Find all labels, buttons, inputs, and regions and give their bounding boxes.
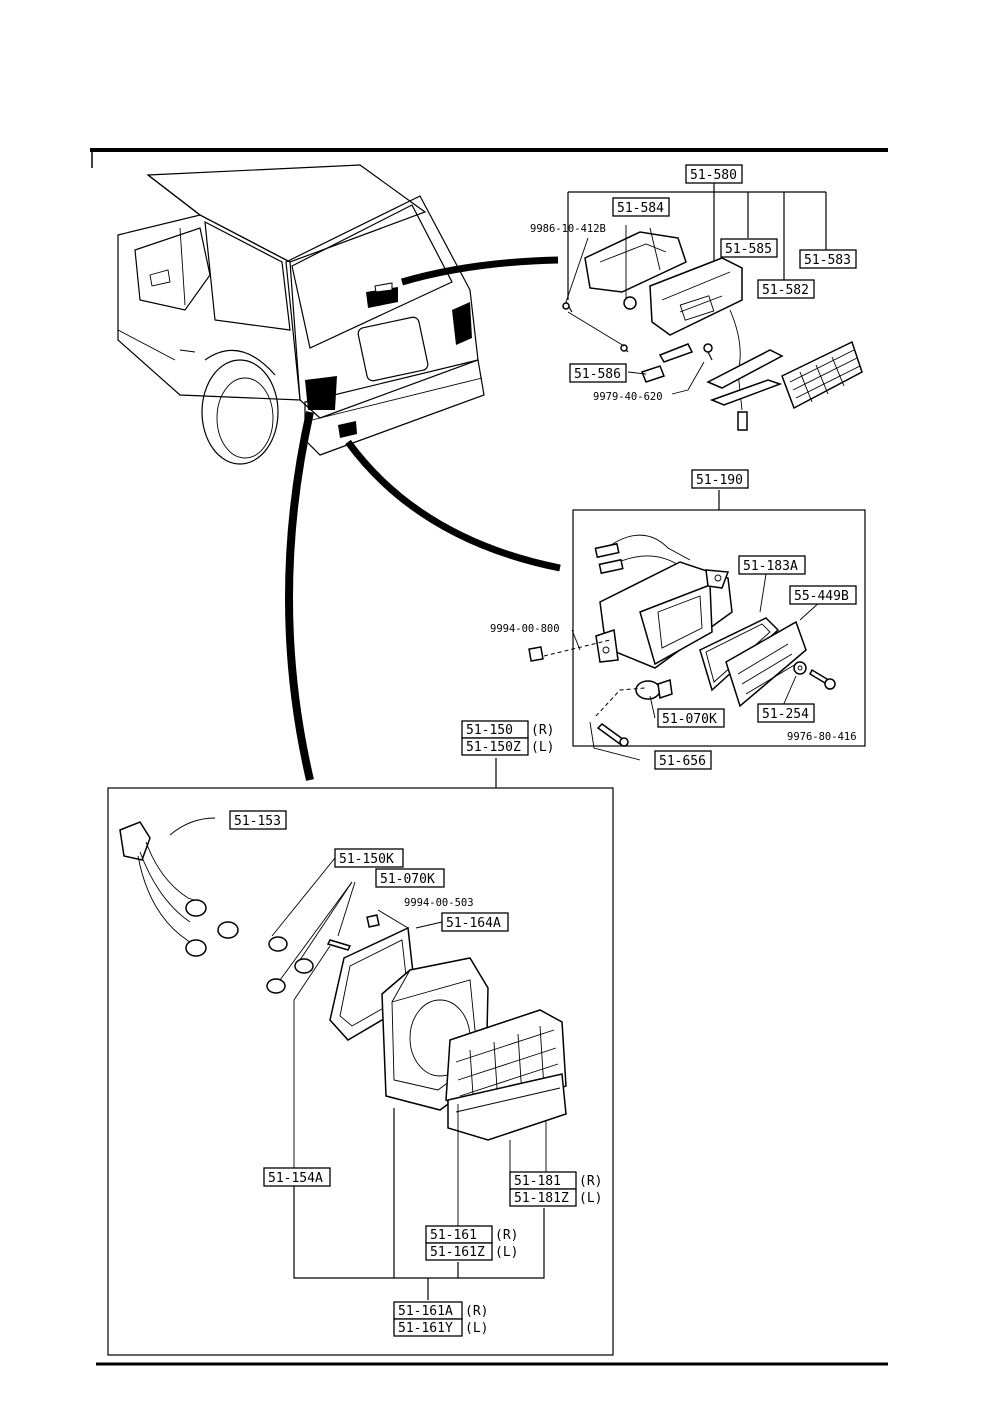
- vehicle-rear-view: [117, 164, 485, 465]
- svg-text:51-154A: 51-154A: [268, 1171, 323, 1186]
- svg-text:51-586: 51-586: [574, 367, 621, 382]
- label-51-183A[interactable]: 51-183A: [738, 555, 806, 575]
- svg-text:(R): (R): [495, 1228, 518, 1243]
- label-9986-10-412B: 9986-10-412B: [530, 223, 606, 235]
- svg-text:51-181Z: 51-181Z: [514, 1191, 569, 1206]
- svg-text:51-585: 51-585: [725, 242, 772, 257]
- high-mount-lamp: [366, 287, 398, 308]
- label-51-150K[interactable]: 51-150K: [334, 848, 404, 868]
- label-51-181[interactable]: 51-181 51-181Z (R) (L): [509, 1171, 602, 1207]
- svg-text:51-070K: 51-070K: [380, 872, 435, 887]
- label-51-656[interactable]: 51-656: [654, 750, 712, 770]
- svg-text:51-150K: 51-150K: [339, 852, 394, 867]
- svg-text:51-161Y: 51-161Y: [398, 1321, 453, 1336]
- label-51-070K-license[interactable]: 51-070K: [657, 708, 725, 728]
- label-51-161[interactable]: 51-161 51-161Z (R) (L): [425, 1225, 518, 1261]
- label-51-161A[interactable]: 51-161A 51-161Y (R) (L): [393, 1301, 488, 1337]
- svg-text:(R): (R): [579, 1174, 602, 1189]
- label-51-150[interactable]: 51-150 51-150Z (R) (L): [461, 720, 554, 756]
- svg-text:(L): (L): [579, 1191, 602, 1206]
- svg-text:(L): (L): [495, 1245, 518, 1260]
- svg-text:51-190: 51-190: [696, 473, 743, 488]
- svg-text:(R): (R): [465, 1304, 488, 1319]
- svg-text:51-580: 51-580: [690, 168, 737, 183]
- leader-rear-combination: [285, 411, 314, 781]
- right-tail-lamp: [452, 302, 472, 345]
- label-51-254[interactable]: 51-254: [757, 703, 815, 723]
- svg-text:51-183A: 51-183A: [743, 559, 798, 574]
- label-51-154A[interactable]: 51-154A: [263, 1167, 331, 1187]
- svg-text:51-582: 51-582: [762, 283, 809, 298]
- svg-text:51-161Z: 51-161Z: [430, 1245, 485, 1260]
- svg-text:51-161: 51-161: [430, 1228, 477, 1243]
- leader-license: [345, 439, 561, 572]
- svg-text:(L): (L): [465, 1321, 488, 1336]
- svg-text:51-181: 51-181: [514, 1174, 561, 1189]
- label-51-586[interactable]: 51-586: [569, 363, 627, 383]
- svg-text:51-584: 51-584: [617, 201, 664, 216]
- left-tail-lamp: [305, 376, 337, 410]
- label-51-580[interactable]: 51-580: [685, 164, 743, 184]
- label-51-153[interactable]: 51-153: [229, 810, 287, 830]
- label-55-449B[interactable]: 55-449B: [789, 585, 857, 605]
- svg-text:51-254: 51-254: [762, 707, 809, 722]
- svg-text:55-449B: 55-449B: [794, 589, 849, 604]
- svg-text:(R): (R): [531, 723, 554, 738]
- label-9976-80-416: 9976-80-416: [787, 731, 857, 743]
- svg-text:51-150Z: 51-150Z: [466, 740, 521, 755]
- label-51-164A[interactable]: 51-164A: [441, 912, 509, 932]
- label-51-582[interactable]: 51-582: [757, 279, 815, 299]
- label-51-584[interactable]: 51-584: [612, 197, 670, 217]
- svg-text:51-161A: 51-161A: [398, 1304, 453, 1319]
- label-51-585[interactable]: 51-585: [720, 238, 778, 258]
- rear-combination-frame: [107, 787, 614, 1356]
- svg-text:51-153: 51-153: [234, 814, 281, 829]
- label-51-583[interactable]: 51-583: [799, 249, 857, 269]
- label-51-070K-rear[interactable]: 51-070K: [375, 868, 445, 888]
- svg-text:51-164A: 51-164A: [446, 916, 501, 931]
- label-9994-00-800: 9994-00-800: [490, 623, 560, 635]
- label-9994-00-503: 9994-00-503: [404, 897, 474, 909]
- license-lamp-marker: [338, 421, 357, 438]
- rear-combination-lamp-assembly: [119, 817, 567, 1300]
- label-9979-40-620: 9979-40-620: [593, 391, 663, 403]
- svg-text:51-150: 51-150: [466, 723, 513, 738]
- svg-text:51-070K: 51-070K: [662, 712, 717, 727]
- high-mount-lamp-assembly: [562, 182, 863, 431]
- label-51-190[interactable]: 51-190: [691, 469, 749, 489]
- leader-high-mount: [401, 256, 559, 286]
- svg-text:51-656: 51-656: [659, 754, 706, 769]
- license-lamp-assembly: [528, 534, 836, 761]
- svg-text:51-583: 51-583: [804, 253, 851, 268]
- svg-text:(L): (L): [531, 740, 554, 755]
